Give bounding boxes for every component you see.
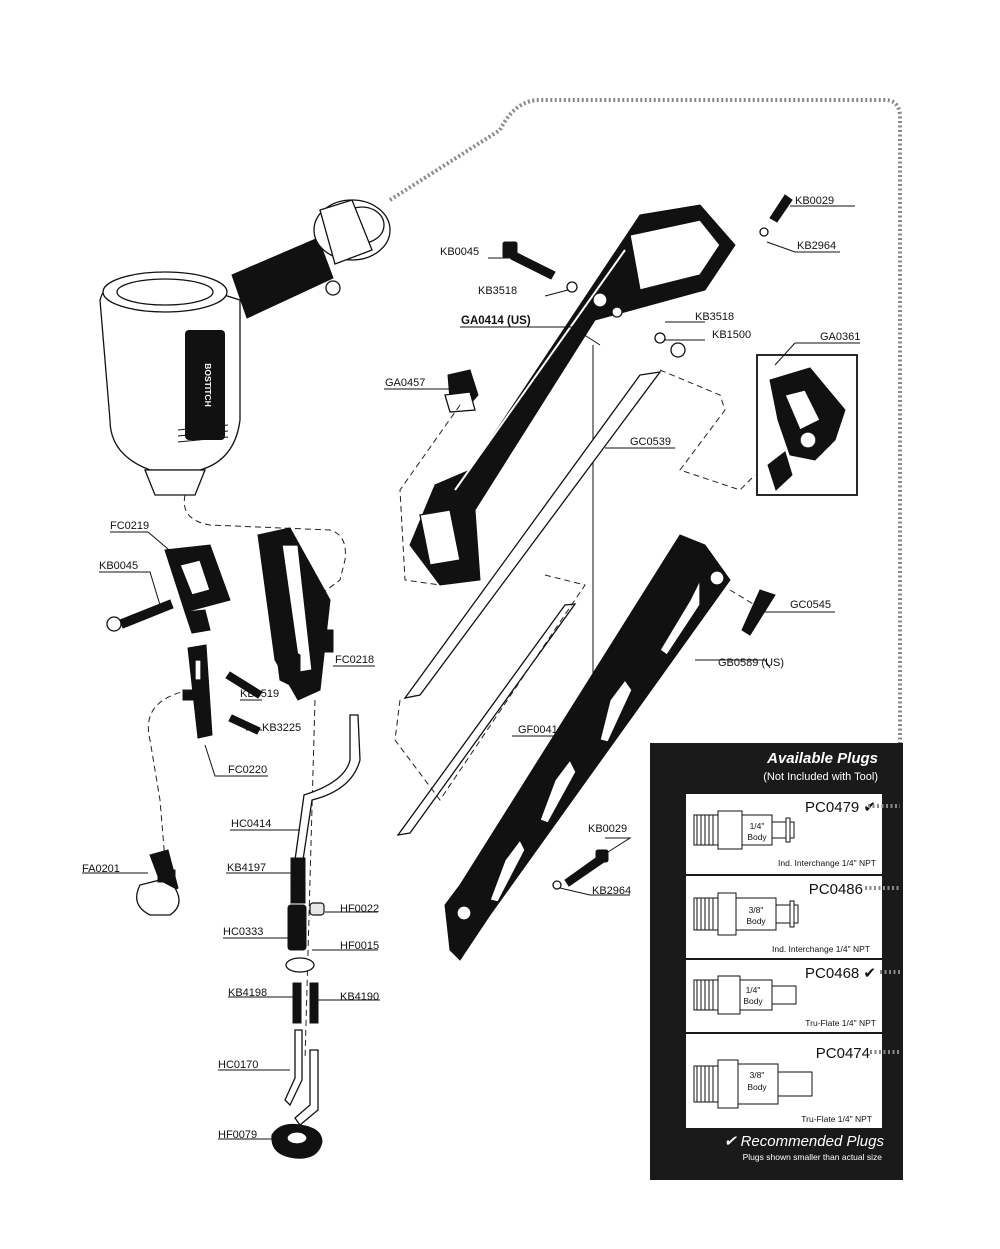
kb3225-pin-drawing — [228, 714, 261, 735]
label-fc0219: FC0219 — [110, 520, 149, 532]
label-gc0539: GC0539 — [630, 436, 671, 448]
plug-card-pc0468: PC0468 ✔ 1/4" Body Tru-Flate 1/4" NPT — [686, 960, 882, 1032]
label-kb1500: KB1500 — [712, 329, 751, 341]
fa0201-latch-drawing — [136, 849, 180, 916]
gc0545-part-drawing — [741, 589, 776, 636]
ga0457-latch-drawing — [444, 369, 479, 413]
label-gc0545: GC0545 — [790, 599, 831, 611]
label-kb0029-low: KB0029 — [588, 823, 627, 835]
plug-body-size: 3/8" — [750, 1070, 765, 1080]
plugs-panel-subtitle: (Not Included with Tool) — [763, 771, 878, 783]
fc0219-block-drawing — [164, 544, 231, 634]
dashed-assembly-path-1 — [183, 494, 346, 611]
plug-body-size: 1/4" — [746, 985, 761, 995]
plug-card-pc0479: PC0479 ✔ 1/4" Body Ind. Interchange 1/4"… — [686, 794, 882, 874]
label-hc0414: HC0414 — [231, 818, 271, 830]
gf0041-strip-drawing — [394, 574, 586, 836]
label-ga0361: GA0361 — [820, 331, 860, 343]
kb3519-pin-drawing — [225, 671, 263, 699]
label-kb4190: KB4190 — [340, 991, 379, 1003]
recommended-plugs-note: ✔ Recommended Plugs — [724, 1133, 885, 1150]
plug-type: Ind. Interchange 1/4" NPT — [778, 858, 876, 868]
label-kb3518-a: KB3518 — [478, 285, 517, 297]
label-ga0457: GA0457 — [385, 377, 425, 389]
plug-icon — [693, 810, 795, 850]
leader-lines — [82, 205, 860, 1140]
label-hf0022: HF0022 — [340, 903, 379, 915]
plug-card-pc0486: PC0486 3/8" Body Ind. Interchange 1/4" N… — [686, 876, 882, 958]
label-fa0201: FA0201 — [82, 863, 120, 875]
available-plugs-panel: Available Plugs (Not Included with Tool)… — [650, 743, 903, 1180]
fc0218-guide-drawing — [257, 527, 334, 701]
label-hf0079: HF0079 — [218, 1129, 257, 1141]
label-kb3518-b: KB3518 — [695, 311, 734, 323]
plug-code: PC0474 — [816, 1045, 870, 1062]
plug-type: Tru-Flate 1/4" NPT — [801, 1114, 872, 1124]
dashed-assembly-path-5 — [729, 589, 756, 606]
label-gf0041: GF0041 — [518, 724, 558, 736]
label-kb2964-top: KB2964 — [797, 240, 836, 252]
plug-icon — [693, 975, 797, 1015]
kb0029-low-screw-drawing — [552, 849, 609, 890]
label-kb0029-top: KB0029 — [795, 195, 834, 207]
plug-icon — [693, 892, 799, 936]
label-kb2964-low: KB2964 — [592, 885, 631, 897]
kb0045-top-bolt-drawing — [502, 241, 556, 280]
label-gb0589: GB0589 (US) — [718, 657, 784, 669]
label-fc0218: FC0218 — [335, 654, 374, 666]
ga0361-inset-box — [756, 354, 858, 496]
plug-code: PC0468 ✔ — [805, 965, 876, 982]
plug-body-size: 3/8" — [749, 905, 764, 915]
kb0029-top-screw-drawing — [759, 194, 793, 237]
plug-code: PC0486 — [809, 881, 863, 898]
plug-card-pc0474: PC0474 3/8" Body Tru-Flate 1/4" NPT — [686, 1034, 882, 1128]
label-kb3225: KB3225 — [262, 722, 301, 734]
part-labels: KB0029 KB2964 KB0045 KB3518 GA0414 (US) … — [82, 195, 860, 1141]
nailer-body-drawing: BOSTITCH — [99, 199, 391, 496]
label-hc0333: HC0333 — [223, 926, 263, 938]
hose-assembly-drawing — [271, 714, 361, 1159]
brand-logo-text: BOSTITCH — [203, 363, 213, 406]
label-kb4197: KB4197 — [227, 862, 266, 874]
brand-logo-plate — [185, 330, 225, 440]
label-kb3519: KB3519 — [240, 688, 279, 700]
plug-code: PC0479 ✔ — [805, 799, 876, 816]
label-kb0045-top: KB0045 — [440, 246, 479, 258]
plug-type: Tru-Flate 1/4" NPT — [805, 1018, 876, 1028]
label-hc0170: HC0170 — [218, 1059, 258, 1071]
plugs-panel-title: Available Plugs — [766, 750, 878, 767]
label-kb4198: KB4198 — [228, 987, 267, 999]
gb0589-track-drawing — [444, 534, 731, 961]
dotted-outline-top — [388, 98, 902, 1060]
dashed-assembly-path-4 — [399, 404, 461, 586]
kb0045-left-bolt-drawing — [106, 599, 174, 632]
kb3518-washer-b-drawing — [654, 332, 666, 344]
plugs-size-note: Plugs shown smaller than actual size — [743, 1152, 883, 1162]
plug-icon — [693, 1059, 813, 1109]
label-hf0015: HF0015 — [340, 940, 379, 952]
gc0539-rail-drawing — [403, 369, 756, 699]
plug-body-word: Body — [747, 832, 767, 842]
plug-body-word: Body — [746, 916, 766, 926]
plug-type: Ind. Interchange 1/4" NPT — [772, 944, 870, 954]
fc0220-blade-drawing — [182, 644, 213, 739]
plug-body-word: Body — [743, 996, 763, 1006]
dashed-assembly-path-3 — [304, 699, 316, 1061]
label-kb0045-left: KB0045 — [99, 560, 138, 572]
plug-body-word: Body — [747, 1082, 767, 1092]
ga0414-magazine-drawing — [409, 204, 736, 586]
plug-body-size: 1/4" — [750, 821, 765, 831]
label-fc0220: FC0220 — [228, 764, 267, 776]
label-ga0414: GA0414 (US) — [461, 315, 531, 327]
kb3518-washer-a-drawing — [566, 281, 578, 293]
dashed-assembly-path-2 — [147, 689, 191, 861]
kb1500-nut-drawing — [670, 342, 686, 358]
